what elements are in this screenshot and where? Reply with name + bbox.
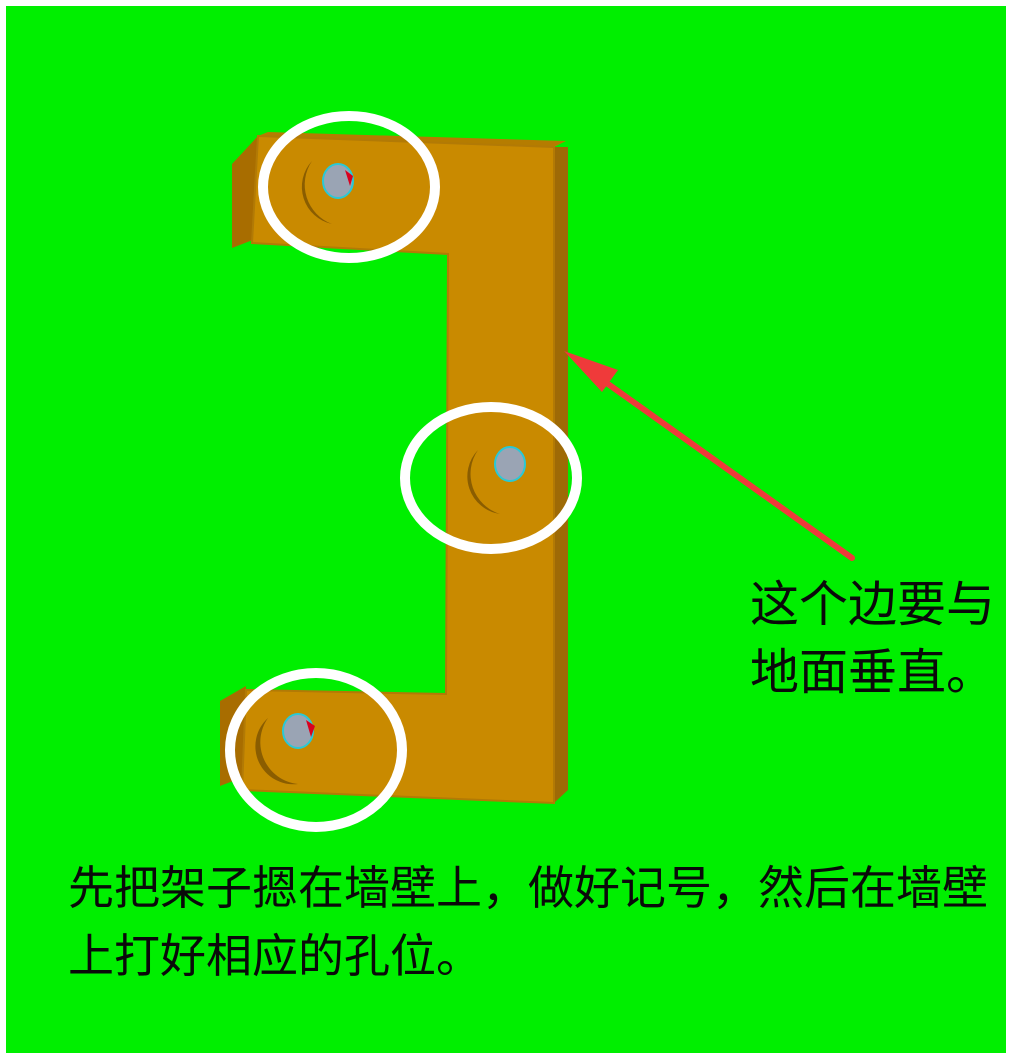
mounting-hole-bottom — [255, 713, 315, 785]
highlight-ring-top — [258, 111, 440, 263]
highlight-ring-middle — [400, 402, 582, 554]
arrow — [564, 351, 855, 561]
bracket — [240, 134, 555, 805]
mounting-hole-middle — [467, 446, 526, 514]
bracket-illustration — [220, 111, 855, 832]
highlight-ring-bottom — [225, 668, 407, 832]
diagram-canvas: 这个边要与地面垂直。 先把架子摁在墙壁上，做好记号，然后在墙壁上打好相应的孔位。 — [6, 6, 1006, 1053]
instruction-note: 先把架子摁在墙壁上，做好记号，然后在墙壁上打好相应的孔位。 — [68, 861, 988, 983]
vertical-edge-note: 这个边要与地面垂直。 — [750, 576, 996, 701]
mounting-hole-top — [301, 161, 354, 224]
